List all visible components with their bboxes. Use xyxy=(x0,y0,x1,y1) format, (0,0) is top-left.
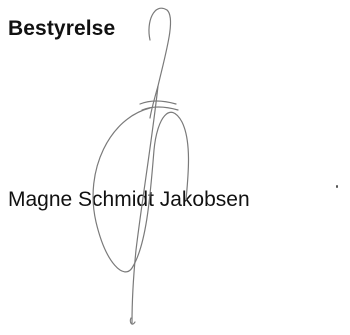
signatory-name: Magne Schmidt Jakobsen xyxy=(8,188,250,211)
ink-speck xyxy=(336,185,338,188)
section-heading: Bestyrelse xyxy=(8,17,116,40)
